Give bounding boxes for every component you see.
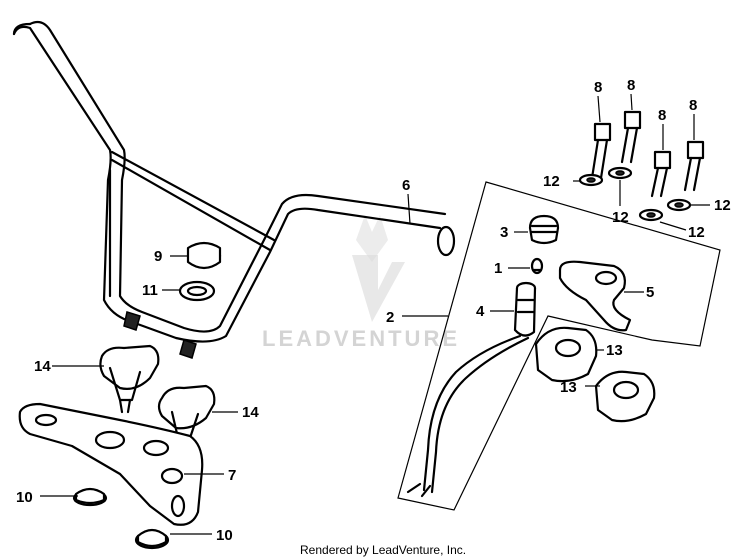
nut-10-right: [134, 528, 170, 550]
callout-12-a: 12: [543, 173, 560, 190]
footer-credit: Rendered by LeadVenture, Inc.: [300, 543, 466, 557]
callout-9: 9: [154, 248, 162, 265]
callout-6: 6: [402, 177, 410, 194]
socket-4: [513, 281, 537, 337]
callout-2: 2: [386, 309, 394, 326]
watermark-text: LEADVENTURE: [262, 326, 460, 351]
holder-14-right: [157, 384, 216, 440]
callout-10-a: 10: [16, 489, 33, 506]
callout-7: 7: [228, 467, 236, 484]
switch-panel: [397, 181, 721, 511]
holder-14-left: [99, 344, 160, 414]
callout-8-c: 8: [658, 107, 666, 124]
callout-12-b: 12: [612, 209, 629, 226]
handlebar-bridge-7: [18, 402, 204, 526]
handlebar: [12, 20, 456, 359]
callout-13-b: 13: [560, 379, 577, 396]
callout-14-b: 14: [242, 404, 259, 421]
callout-3: 3: [500, 224, 508, 241]
washers-12: [578, 166, 692, 222]
watermark-logo: [352, 215, 405, 322]
callout-12-c: 12: [714, 197, 731, 214]
callout-8-a: 8: [594, 79, 602, 96]
bolts-8: [590, 110, 705, 198]
callout-5: 5: [646, 284, 654, 301]
callout-10-b: 10: [216, 527, 233, 544]
washer-11: [178, 280, 216, 302]
harness-2: [406, 334, 530, 498]
upper-holder-13-a: [534, 326, 598, 383]
upper-holder-13-b: [594, 370, 656, 423]
callout-8-d: 8: [689, 97, 697, 114]
nut-9: [186, 241, 222, 270]
callout-11: 11: [142, 282, 158, 299]
callout-12-d: 12: [688, 224, 705, 241]
nut-10-left: [72, 487, 108, 507]
callout-14-a: 14: [34, 358, 51, 375]
switch-body-5: [558, 260, 632, 332]
switch-cap-3: [528, 214, 560, 245]
callout-8-b: 8: [627, 77, 635, 94]
callout-4: 4: [476, 303, 485, 320]
bulb-1: [530, 257, 544, 275]
leader-lines: [40, 93, 710, 535]
callout-13-a: 13: [606, 342, 623, 359]
callout-labels: 1 2 3 4 5 6 7 8 8 8 8 9 10 10 11 12 12 1…: [16, 77, 731, 544]
callout-1: 1: [494, 260, 502, 277]
